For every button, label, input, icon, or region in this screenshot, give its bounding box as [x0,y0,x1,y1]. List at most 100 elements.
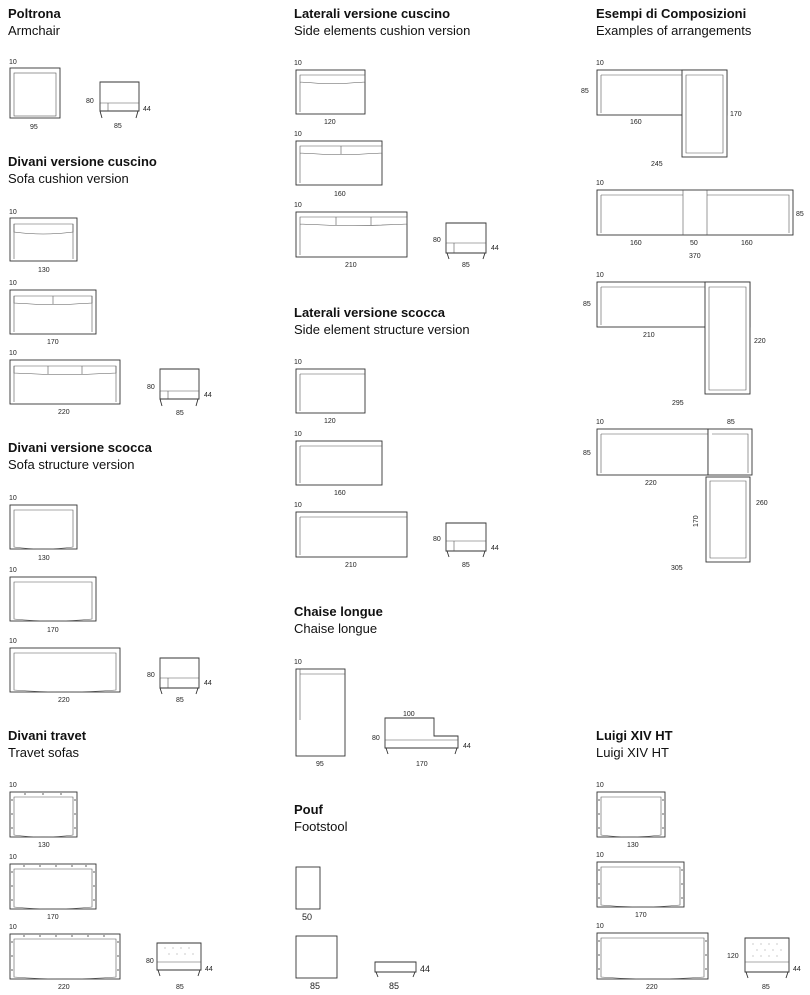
comp-depth-label: 85 [581,88,589,95]
arm-thickness-label: 10 [596,180,604,187]
lateral-width-label: 160 [334,490,346,497]
sofa-width-label: 130 [38,267,50,274]
pouf-side: 44 85 [374,961,430,991]
arm-thickness-label: 10 [9,924,17,931]
seat-height-label: 44 [204,680,212,687]
section-title-en: Chaise longue [294,621,378,636]
comp-width-label: 160 [630,240,642,247]
arm-thickness-label: 10 [9,209,17,216]
comp-width-label: 160 [630,119,642,126]
sofa-width-label: 170 [47,339,59,346]
comp-total-label: 305 [671,565,683,572]
travet-220: 10 220 [9,924,121,991]
section-title-en: Examples of arrangements [596,23,752,38]
section-title-en: Sofa structure version [8,457,135,472]
arm-thickness-label: 10 [9,638,17,645]
sofa-width-label: 220 [646,984,658,991]
comp-width-label: 210 [643,332,655,339]
sofa-cushion-170: 10 170 [9,280,97,346]
seat-height-label: 44 [205,966,213,973]
luigi-130: 10 130 [596,782,666,849]
chaise-width-label: 95 [316,761,324,768]
arm-thickness-label: 10 [9,567,17,574]
pouf-height-label: 44 [420,964,430,974]
lateral-structure-120: 10 120 [294,359,366,425]
comp-total-label: 295 [672,400,684,407]
pouf-large: 85 [295,935,338,991]
luigi-220: 10 220 [596,923,709,991]
arm-thickness-label: 10 [9,495,17,502]
section-pouf: Pouf Footstool [294,802,347,835]
armchair-plan: 10 95 [9,59,61,131]
comp-corner-label: 85 [727,419,735,426]
section-title-en: Luigi XIV HT [596,745,669,760]
lateral-structure-210: 10 210 [294,502,408,569]
section-title-en: Travet sofas [8,745,80,760]
section-title-it: Pouf [294,802,323,817]
comp-total-label: 370 [689,253,701,260]
armchair-side: 80 44 85 [86,81,151,130]
side-height-label: 80 [146,958,154,965]
composition-1: 10 85 160 170 245 [581,60,742,168]
chaise-plan: 10 95 [294,659,346,768]
arm-thickness-label: 10 [596,782,604,789]
section-title-it: Laterali versione cuscino [294,6,451,21]
composition-3: 10 85 210 220 295 [583,272,766,407]
section-title-it: Divani travet [8,728,87,743]
chaise-back-label: 100 [403,711,415,718]
arm-thickness-label: 10 [596,923,604,930]
luigi-height-label: 120 [727,953,739,960]
sofa-structure-170: 10 170 [9,567,97,634]
arm-thickness-label: 10 [294,202,302,209]
comp-length-label: 170 [730,111,742,118]
comp-length-label: 220 [754,338,766,345]
sofa-cushion-130: 10 130 [9,209,78,274]
arm-thickness-label: 10 [294,131,302,138]
section-title-it: Poltrona [8,6,61,21]
comp-depth-label: 85 [796,211,804,218]
comp-center-label: 50 [690,240,698,247]
luigi-170: 10 170 [596,852,685,919]
section-travet: Divani travet Travet sofas [8,728,86,761]
lateral-width-label: 210 [345,562,357,569]
arm-thickness-label: 10 [294,359,302,366]
lateral-structure-side: 80 44 85 [433,522,499,569]
section-title-it: Divani versione cuscino [8,154,157,169]
sofa-structure-130: 10 130 [9,495,78,562]
travet-170: 10 170 [9,854,97,921]
sofa-width-label: 130 [38,555,50,562]
pouf-depth-label: 85 [389,981,399,991]
section-title-it: Laterali versione scocca [294,305,446,320]
section-title-en: Side elements cushion version [294,23,471,38]
section-title-it: Esempi di Composizioni [596,6,747,21]
composition-4: 10 85 85 220 170 260 305 [583,419,768,572]
chaise-length-label: 170 [416,761,428,768]
seat-height-label: 44 [793,966,801,973]
seat-height-label: 44 [491,545,499,552]
sofa-width-label: 220 [58,697,70,704]
seat-height-label: 44 [204,392,212,399]
composition-2: 10 85 160 50 160 370 [596,180,804,260]
comp-width2-label: 160 [741,240,753,247]
arm-thickness-label: 10 [9,854,17,861]
side-height-label: 80 [433,536,441,543]
side-depth-label: 85 [462,262,470,269]
lateral-width-label: 160 [334,191,346,198]
side-depth-label: 85 [462,562,470,569]
comp-length2-label: 260 [756,500,768,507]
arm-thickness-label: 10 [9,59,17,66]
side-height-label: 80 [147,384,155,391]
side-depth-label: 85 [114,123,122,130]
luigi-side: 120 44 85 [727,937,801,991]
section-lateral-cushion: Laterali versione cuscino Side elements … [294,6,470,39]
arm-thickness-label: 10 [294,659,302,666]
section-title-en: Armchair [8,23,61,38]
section-sofa-structure: Divani versione scocca Sofa structure ve… [8,440,152,473]
comp-length1-label: 170 [693,515,700,527]
comp-depth-label: 85 [583,450,591,457]
sofa-width-label: 130 [627,842,639,849]
pouf-small: 50 [295,866,321,922]
arm-thickness-label: 10 [9,350,17,357]
arm-thickness-label: 10 [596,272,604,279]
